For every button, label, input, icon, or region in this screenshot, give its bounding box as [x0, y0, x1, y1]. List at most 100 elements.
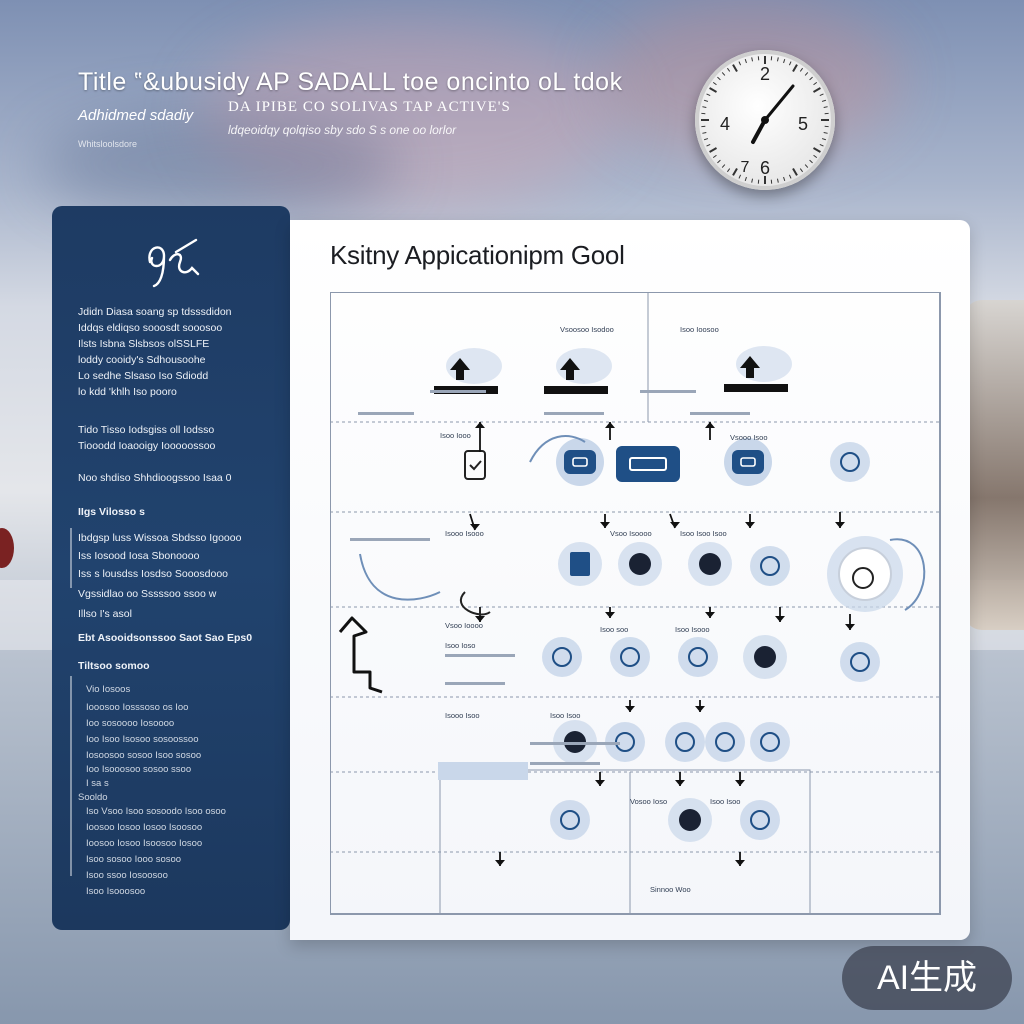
diagram-node-label	[724, 384, 788, 392]
sidebar-text-line: Ioo Isooosoo sosoo ssoo	[86, 764, 192, 775]
clock-tick	[721, 164, 726, 168]
diagram-node-glyph	[629, 457, 667, 471]
sidebar-text-line: Iss s lousdss Iosdso Sooosdooo	[78, 568, 229, 580]
sidebar-text-line: Sooldo	[78, 792, 108, 803]
sidebar-text-line: lo kdd 'khlh Iso pooro	[78, 386, 177, 398]
diagram-arrowhead	[600, 522, 610, 528]
clock-ticks	[701, 56, 829, 184]
diagram-node	[740, 356, 760, 378]
diagram-node-label: Isoo Isoo	[550, 711, 580, 720]
signature-logo-icon	[148, 238, 200, 288]
diagram-node-glyph	[560, 810, 580, 830]
diagram-placeholder-line	[445, 682, 505, 685]
diagram-node-label: Isoo Ioosoo	[680, 325, 719, 334]
clock-tick	[809, 76, 813, 81]
diagram-connector	[459, 591, 491, 616]
diagram-node-label: Isoo Isoo Isoo	[680, 529, 727, 538]
clock-tick	[702, 131, 707, 134]
diagram-node-label: Isooo Isooo	[445, 529, 484, 538]
diagram-node	[679, 809, 701, 831]
diagram-node	[750, 546, 790, 586]
diagram-node-label: Vsoo Isoooo	[610, 529, 652, 538]
diagram-node-glyph	[750, 810, 770, 830]
diagram-placeholder-line	[445, 654, 515, 657]
subtitle-tiny: Whitsloolsdore	[78, 139, 138, 149]
diagram-node	[754, 646, 776, 668]
clock-numeral: 7	[741, 159, 750, 176]
diagram-node-label: Vsooo Isoo	[730, 433, 768, 442]
diagram-arrowhead	[495, 860, 505, 866]
diagram-arrowhead	[695, 706, 705, 712]
diagram-node-label: Isoo Ioso	[445, 641, 475, 650]
clock-tick	[812, 147, 821, 153]
diagram-arrowhead	[475, 422, 485, 428]
diagram-node	[830, 442, 870, 482]
diagram-node	[542, 637, 582, 677]
sidebar-text-line: Tido Tisso Iodsgiss oll Iodsso	[78, 424, 215, 436]
page-title: Title ‟&ubusidy AP SADALL toe oncinto oL…	[78, 68, 623, 96]
diagram-placeholder-line	[358, 412, 414, 415]
sidebar-accent-bar	[70, 676, 72, 876]
diagram-arrowhead	[625, 706, 635, 712]
diagram-node-glyph	[469, 460, 482, 471]
background-decor-left	[0, 528, 14, 568]
diagram-node-label: Isoo Iooo	[440, 431, 471, 440]
diagram-arrowhead	[705, 612, 715, 618]
clock-numeral: 5	[798, 114, 808, 134]
diagram-node	[699, 553, 721, 575]
diagram-node	[450, 358, 470, 380]
clock-tick	[712, 154, 717, 159]
diagram-connector	[359, 553, 441, 601]
diagram-node	[629, 553, 651, 575]
panel-title: Ksitny Appicationipm Gool	[330, 240, 625, 270]
diagram-node-label: Vsoo Ioooo	[445, 621, 483, 630]
diagram-node-label: Vosoo Ioso	[630, 797, 667, 806]
clock-tick	[776, 178, 779, 183]
diagram-arrowhead	[475, 616, 485, 622]
diagram-placeholder-line	[430, 390, 486, 393]
sidebar-text-line: Iss Iosood Iosa Sbonoooo	[78, 550, 200, 562]
diagram-node	[464, 450, 486, 480]
clock-tick	[804, 164, 809, 168]
subtitle-small: ldqeoidqy qolqiso sby sdo S s one oo lor…	[228, 123, 457, 137]
diagram-node	[564, 450, 596, 474]
clock-tick	[812, 87, 821, 93]
sidebar-text-line: Isoo Isooosoo	[86, 886, 146, 897]
diagram-node	[550, 800, 590, 840]
sub-frame	[439, 769, 811, 915]
clock-center	[761, 116, 769, 124]
diagram-arrowhead	[735, 860, 745, 866]
diagram-node-label: Isoo Isooo	[675, 625, 710, 634]
sidebar-text-line: Isoo sosoo Iooo sosoo	[86, 854, 182, 865]
clock-tick	[799, 168, 804, 173]
page-header: Title ‟&ubusidy AP SADALL toe oncinto oL…	[78, 68, 678, 151]
clock-tick	[783, 176, 786, 182]
diagram-node-glyph	[840, 452, 860, 472]
diagram-placeholder-line	[544, 412, 604, 415]
sidebar-text-line: loddy cooidy's Sdhousoohe	[78, 354, 206, 366]
diagram-placeholder-line	[350, 538, 430, 541]
clock-numeral: 6	[760, 158, 770, 178]
clock-tick	[744, 176, 747, 182]
clock-tick	[703, 99, 709, 102]
clock-tick	[726, 168, 731, 173]
clock-tick	[813, 81, 818, 86]
clock-tick	[726, 67, 731, 72]
diagram-arrowhead	[835, 522, 845, 528]
sidebar-text-line: Vgssidlao oo Sssssoo ssoo w	[78, 588, 217, 600]
diagram-connector	[529, 435, 586, 463]
diagram-placeholder-line	[530, 742, 620, 745]
diagram-node-glyph	[760, 556, 780, 576]
clock-tick	[709, 147, 718, 153]
sidebar-text-line: Ioosoo Iosoo Iosoo Isoosoo	[86, 822, 203, 833]
sidebar-text-line: Iooosoo Iosssoso os Ioo	[86, 702, 189, 713]
clock-tick	[712, 81, 717, 86]
clock-tick	[821, 138, 827, 141]
diagram-node	[560, 358, 580, 380]
clock-tick	[819, 143, 824, 147]
clock-face: 2 4 5 6 7	[701, 56, 829, 184]
clock-tick	[744, 58, 747, 64]
diagram-node-glyph	[552, 647, 572, 667]
ai-generated-badge: AI生成	[842, 946, 1012, 1010]
diagram-placeholder-line	[640, 390, 696, 393]
